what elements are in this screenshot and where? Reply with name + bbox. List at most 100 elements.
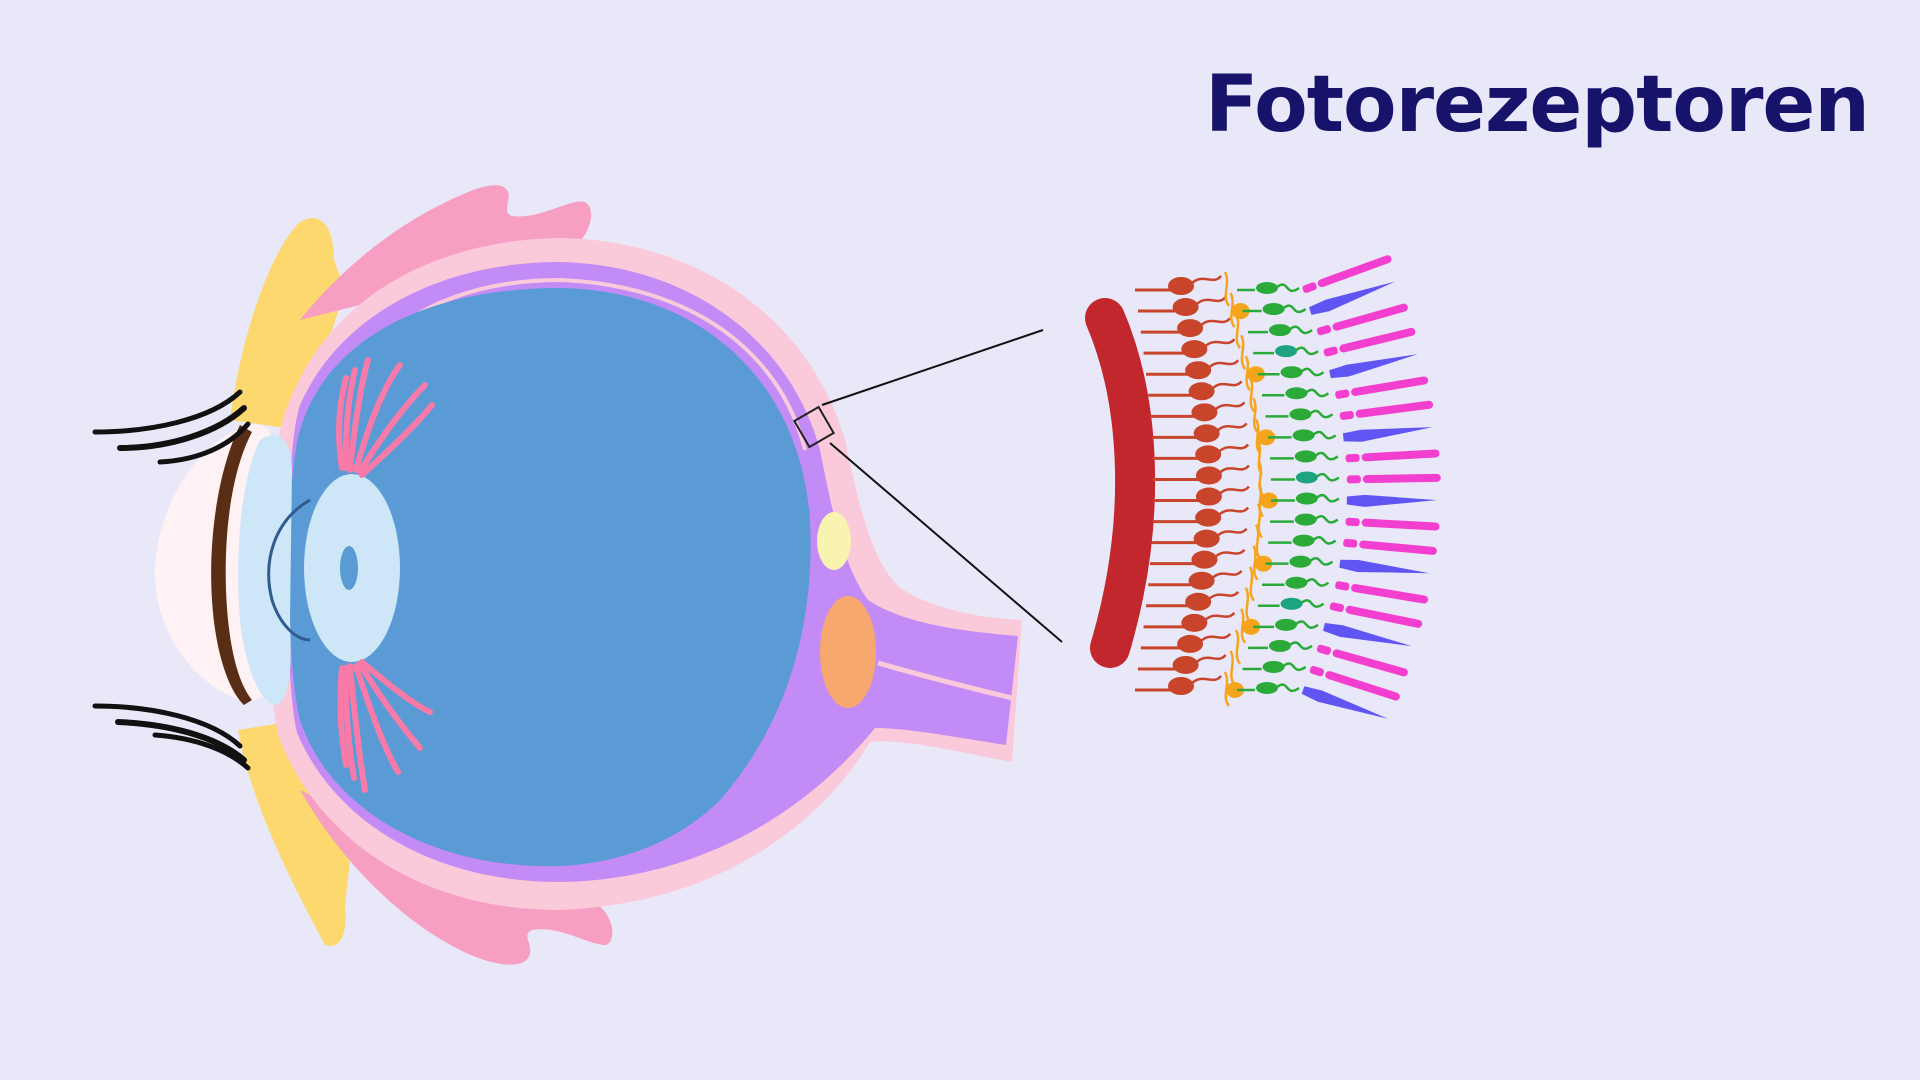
rod-inner	[1339, 410, 1354, 420]
rod-cell	[1329, 602, 1423, 628]
ganglion-cell	[1193, 529, 1220, 548]
rod-inner	[1316, 325, 1332, 336]
rod-cell	[1335, 581, 1429, 604]
amacrine-process	[1240, 334, 1247, 370]
cone-shape	[1339, 559, 1430, 574]
optic-nerve-line	[877, 660, 1013, 701]
rod-cell	[1339, 400, 1434, 420]
bipolar-dendrite	[1295, 346, 1319, 356]
rod-cell	[1316, 303, 1408, 336]
cone-shape	[1346, 494, 1437, 507]
bipolar-cell	[1280, 597, 1303, 610]
ganglion-dendrite	[1199, 317, 1232, 328]
bipolar-cell	[1292, 534, 1315, 547]
page-title: Fotorezeptoren	[1205, 60, 1870, 150]
rod-outer	[1355, 400, 1434, 418]
photoreceptor-layer	[1301, 255, 1441, 719]
bipolar-cell	[1294, 450, 1317, 463]
amacrine-cell	[1226, 682, 1244, 698]
ganglion-dendrite	[1194, 296, 1227, 307]
cone-shape	[1342, 427, 1433, 442]
ganglion-dendrite	[1203, 338, 1236, 349]
bipolar-dendrite	[1276, 283, 1300, 293]
rod-outer	[1332, 303, 1408, 331]
ganglion-dendrite	[1217, 506, 1250, 517]
zoom-line-bottom	[829, 442, 1063, 643]
ganglion-dendrite	[1199, 632, 1232, 643]
rod-outer	[1361, 518, 1440, 531]
ganglion-cell-layer	[1135, 275, 1250, 695]
rod-outer	[1317, 255, 1392, 288]
ganglion-cell	[1193, 424, 1220, 443]
amacrine-process	[1229, 650, 1236, 686]
bipolar-dendrite	[1309, 557, 1334, 566]
rod-inner	[1345, 517, 1360, 527]
rod-inner	[1309, 665, 1325, 677]
bipolar-dendrite	[1300, 367, 1325, 377]
bipolar-dendrite	[1316, 494, 1340, 503]
ganglion-cell	[1188, 571, 1215, 590]
ganglion-dendrite	[1210, 569, 1243, 580]
ganglion-cell	[1168, 277, 1194, 295]
rod-outer	[1339, 327, 1416, 353]
bipolar-cell	[1295, 492, 1318, 505]
bipolar-cell	[1289, 555, 1312, 568]
cone-cell	[1342, 427, 1433, 442]
ganglion-dendrite	[1213, 548, 1246, 559]
bipolar-dendrite	[1315, 515, 1339, 524]
eyelash-top	[92, 389, 251, 465]
iris-arc	[267, 498, 311, 642]
ganglion-dendrite	[1218, 485, 1250, 496]
amacrine-process	[1234, 629, 1242, 665]
macula	[817, 512, 851, 570]
amacrine-process	[1252, 397, 1259, 434]
ganglion-dendrite	[1207, 359, 1240, 370]
bipolar-dendrite	[1300, 599, 1325, 608]
ganglion-cell	[1181, 613, 1208, 632]
cone-shape	[1322, 622, 1412, 647]
rod-inner	[1335, 581, 1350, 591]
cone-shape	[1301, 686, 1389, 719]
rod-outer	[1361, 449, 1440, 462]
bipolar-dendrite	[1309, 409, 1334, 419]
amacrine-process	[1248, 376, 1256, 413]
bipolar-cell	[1294, 513, 1317, 526]
anterior-chamber	[238, 435, 292, 705]
ganglion-cell	[1181, 340, 1208, 359]
rod-cell	[1345, 517, 1440, 531]
bipolar-cell	[1285, 576, 1308, 589]
rod-cell	[1343, 538, 1437, 555]
amacrine-process	[1223, 271, 1231, 307]
amacrine-cell	[1259, 492, 1278, 509]
vitreous-body	[288, 288, 811, 867]
ganglion-dendrite	[1203, 611, 1236, 622]
amacrine-process	[1256, 503, 1264, 539]
rod-inner	[1316, 644, 1332, 655]
rod-inner	[1335, 389, 1350, 399]
eyelid	[211, 425, 252, 705]
bipolar-dendrite	[1316, 472, 1340, 482]
eye-cross-section	[92, 185, 1063, 965]
bipolar-dendrite	[1282, 304, 1307, 314]
rod-inner	[1346, 475, 1361, 484]
bipolar-dendrite	[1276, 683, 1300, 693]
bipolar-dendrite	[1282, 662, 1307, 671]
rod-outer	[1325, 671, 1400, 701]
bipolar-cell	[1275, 345, 1298, 358]
bipolar-cell	[1256, 282, 1278, 294]
ganglion-dendrite	[1194, 654, 1227, 664]
optic-disc	[820, 596, 876, 708]
ganglion-cell	[1191, 550, 1218, 569]
amacrine-process	[1254, 524, 1262, 560]
amacrine-cell	[1254, 555, 1273, 572]
amacrine-process	[1234, 313, 1242, 349]
bipolar-dendrite	[1312, 536, 1337, 545]
bipolar-cell	[1280, 366, 1303, 379]
ganglion-cell	[1177, 634, 1204, 653]
cone-cell	[1329, 354, 1418, 379]
cone-cell	[1346, 494, 1437, 507]
bipolar-cell	[1292, 429, 1315, 442]
ganglion-cell	[1172, 655, 1199, 674]
rod-cell	[1345, 449, 1440, 463]
rod-outer	[1359, 540, 1437, 555]
